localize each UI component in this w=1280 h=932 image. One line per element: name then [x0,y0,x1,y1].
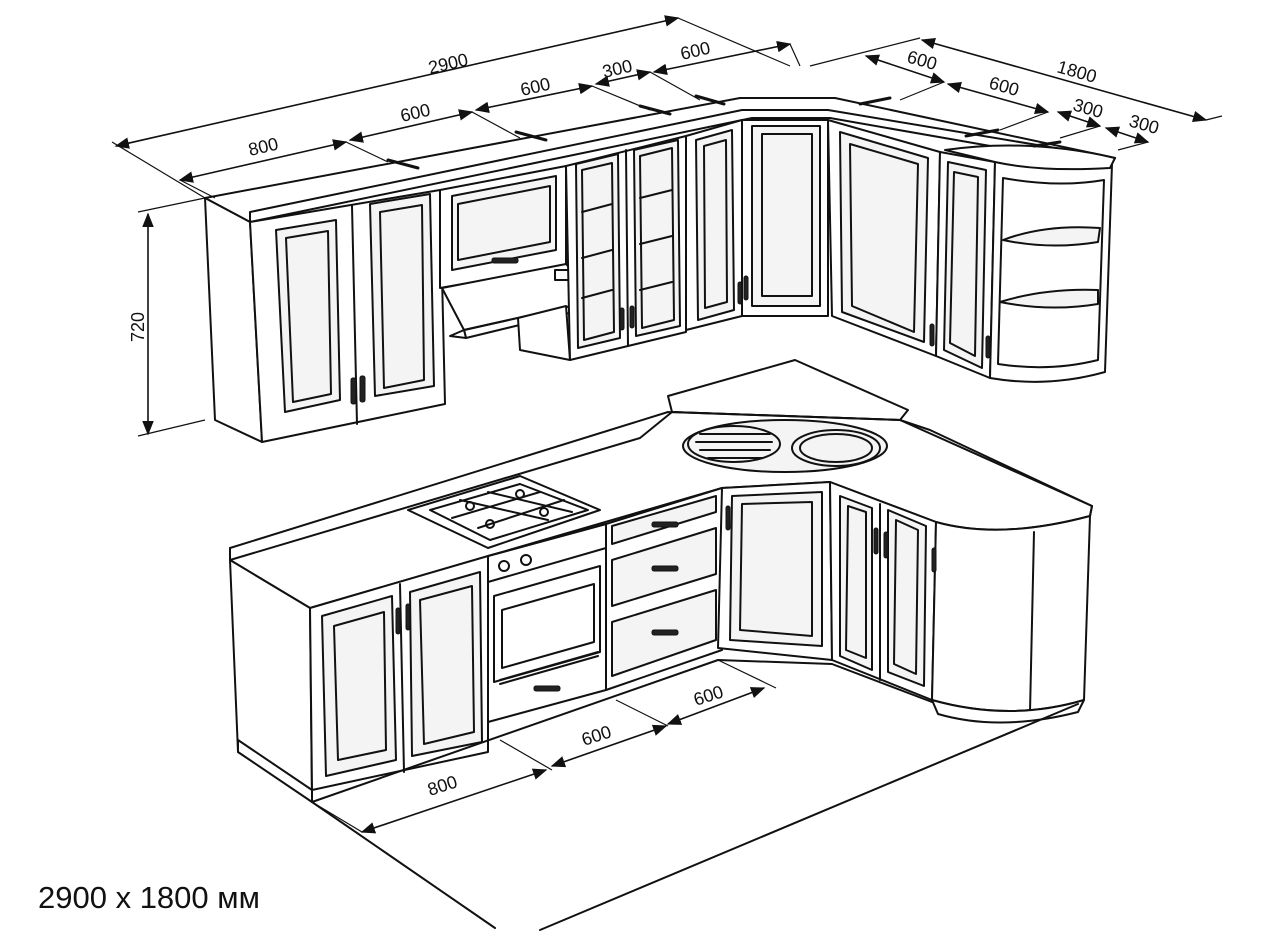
dim-300-upper: 300 [600,56,634,82]
dim-600-upper-c: 600 [678,38,712,64]
dim-720: 720 [128,312,148,342]
upper-cabinet-glass [565,135,687,361]
upper-cabinet-left [249,189,446,443]
base-cabinet-corner [717,481,833,661]
gas-hob [407,475,601,549]
dim-600-lower-b: 600 [691,681,726,709]
base-cabinet-left [229,555,489,803]
upper-cabinet-narrow [685,119,743,331]
drawer-unit [605,487,723,691]
dimensions-upper-back: 2900 800 600 600 300 600 [111,15,801,199]
dim-800-upper: 800 [246,134,280,160]
dim-2900: 2900 [426,49,470,77]
upper-cabinet-right [827,119,996,379]
lower-cabinets [229,359,1093,803]
upper-cabinet-corner [741,119,837,317]
oven [487,523,607,723]
upper-cabinets [204,97,1116,443]
dim-800-lower: 800 [425,771,460,799]
base-curved-end [931,515,1091,724]
dim-1800: 1800 [1055,57,1099,87]
upper-open-shelf [944,144,1116,383]
dimensions-height: 720 [128,197,206,437]
dimensions-upper-side: 1800 600 600 300 300 [809,37,1223,151]
size-caption: 2900 х 1800 мм [38,880,260,915]
dim-300-side-b: 300 [1127,111,1161,139]
sink [682,419,888,473]
base-cabinet-right [829,481,937,701]
